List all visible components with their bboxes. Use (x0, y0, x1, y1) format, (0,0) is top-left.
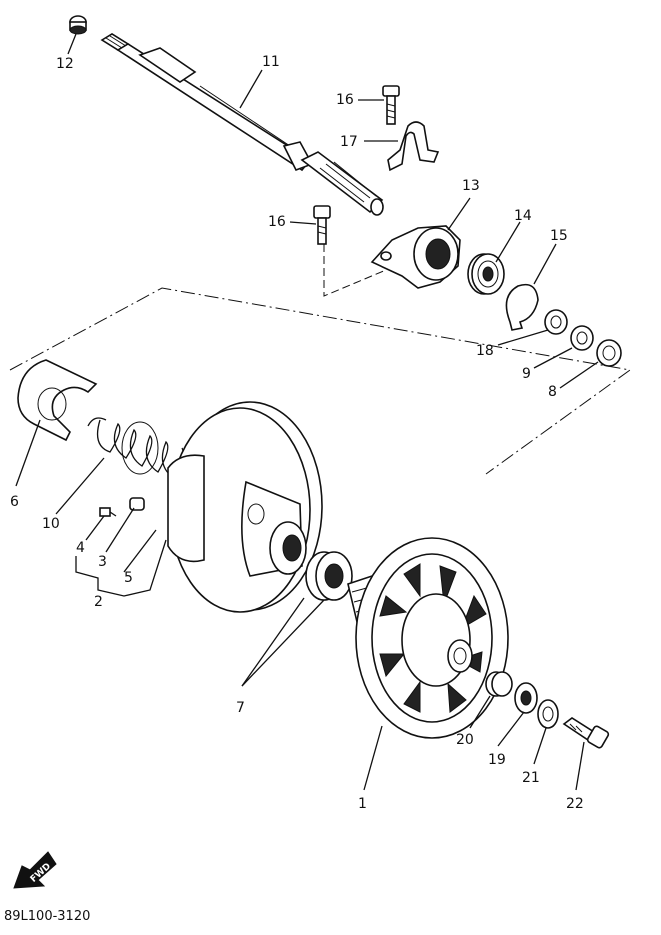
part-12-cap (69, 15, 87, 35)
callout-5: 5 (124, 570, 133, 586)
part-20-collar (485, 671, 513, 697)
part-4-screw (99, 507, 117, 517)
callout-18: 18 (476, 343, 494, 359)
part-15-circlip (505, 283, 539, 331)
callout-6: 6 (10, 494, 19, 510)
part-10-spring (87, 417, 184, 479)
part-22-bolt (562, 717, 610, 749)
callout-20: 20 (456, 732, 474, 748)
part-2-movable-sheave (167, 401, 323, 613)
callout-16-top: 16 (336, 92, 354, 108)
part-1-fixed-sheave (347, 537, 509, 739)
callout-19: 19 (488, 752, 506, 768)
callout-14: 14 (514, 208, 532, 224)
callout-8: 8 (548, 384, 557, 400)
callout-21: 21 (522, 770, 540, 786)
part-8-washer (596, 339, 622, 367)
callout-11: 11 (262, 54, 280, 70)
callout-12: 12 (56, 56, 74, 72)
callout-labels: 12 11 16 17 13 16 14 15 18 9 8 6 10 4 3 … (10, 54, 584, 812)
part-9-washer (570, 325, 594, 351)
callout-4: 4 (76, 540, 85, 556)
callout-16-lower: 16 (268, 214, 286, 230)
callout-7: 7 (236, 700, 245, 716)
part-13-bearing-housing (370, 225, 461, 289)
drawing-code: 89L100-3120 (4, 909, 90, 924)
callout-15: 15 (550, 228, 568, 244)
callout-10: 10 (42, 516, 60, 532)
callout-1: 1 (358, 796, 367, 812)
part-16-bolt-top (382, 85, 400, 125)
part-21-washer (537, 699, 559, 729)
part-18-washer (544, 309, 568, 335)
callout-3: 3 (98, 554, 107, 570)
part-7-bushing (305, 551, 353, 601)
callout-2: 2 (94, 594, 103, 610)
part-19-washer (514, 682, 538, 714)
part-17-bracket (387, 121, 440, 172)
part-11-shaft (100, 33, 384, 216)
part-6-cam (17, 359, 98, 442)
callout-9: 9 (522, 366, 531, 382)
part-16-bolt-lower (313, 205, 331, 245)
assembly-outline (9, 244, 632, 475)
part-3-slider (129, 497, 145, 511)
callout-17: 17 (340, 134, 358, 150)
fwd-arrow-icon: FWD (13, 851, 57, 889)
leader-lines (15, 33, 599, 791)
part-14-bearing (467, 253, 505, 295)
callout-13: 13 (462, 178, 480, 194)
callout-22: 22 (566, 796, 584, 812)
